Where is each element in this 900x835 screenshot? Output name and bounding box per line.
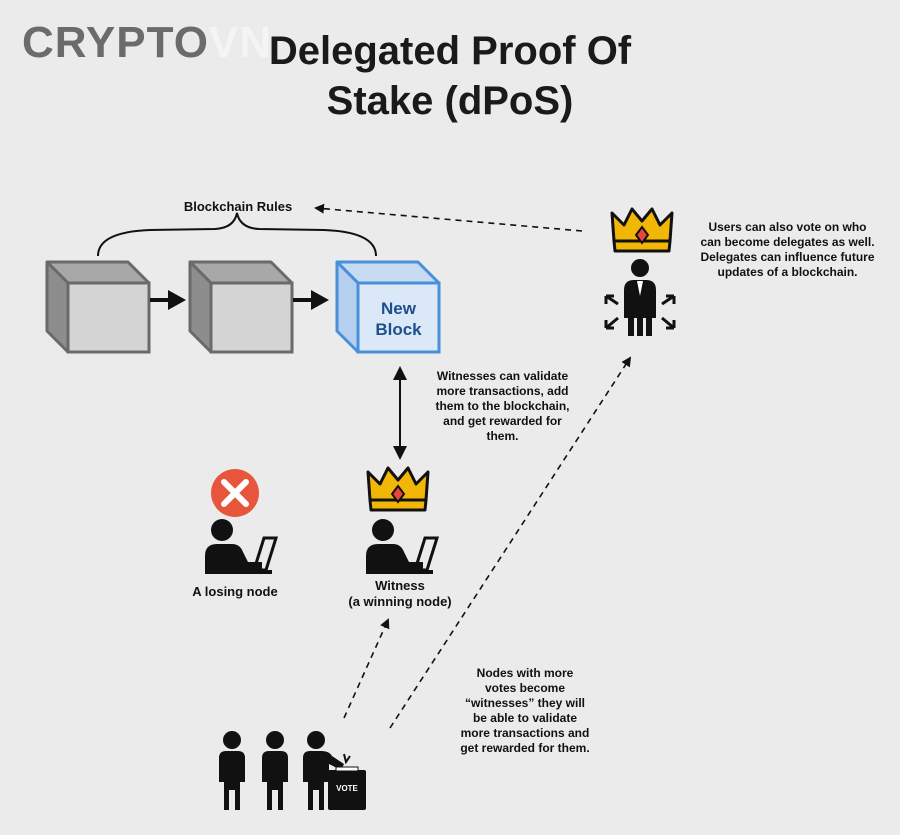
note-line: more transactions, add bbox=[436, 384, 569, 398]
witness-label-line-1: Witness bbox=[375, 578, 425, 593]
losing-node-label: A losing node bbox=[192, 584, 278, 599]
block-1 bbox=[45, 260, 151, 354]
witness-label: Witness (a winning node) bbox=[335, 578, 465, 610]
block-arrow-2 bbox=[293, 290, 329, 310]
new-block-label-line-2: Block bbox=[375, 320, 422, 339]
new-block bbox=[335, 260, 441, 354]
note-line: can become delegates as well. bbox=[700, 235, 875, 249]
new-block-label: New Block bbox=[358, 298, 439, 340]
note-line: votes become bbox=[484, 681, 566, 695]
brand-main: CRYPTO bbox=[22, 18, 209, 67]
brand-fade: VN bbox=[208, 18, 273, 67]
voter-person-icon-1 bbox=[219, 731, 245, 810]
delegate-person-icon bbox=[624, 259, 656, 336]
note-line: “witnesses” they will bbox=[464, 696, 586, 710]
delegate-to-rules-arrow bbox=[314, 203, 583, 232]
page-title: Delegated Proof Of Stake (dPoS) bbox=[200, 26, 700, 126]
block-2 bbox=[188, 260, 294, 354]
note-line: get rewarded for them. bbox=[460, 741, 590, 755]
witness-crown-icon bbox=[366, 466, 430, 512]
title-line-2: Stake (dPoS) bbox=[326, 79, 574, 123]
losing-node-x-icon bbox=[211, 469, 259, 517]
delegates-vote-note: Users can also vote on who can become de… bbox=[690, 220, 885, 280]
note-line: be able to validate bbox=[472, 711, 578, 725]
nodes-votes-note: Nodes with more votes become “witnesses”… bbox=[445, 666, 605, 756]
note-line: them to the blockchain, bbox=[435, 399, 570, 413]
voter-person-icon-2 bbox=[262, 731, 288, 810]
voters-to-witness-arrow bbox=[343, 618, 390, 719]
block-witness-double-arrow bbox=[393, 366, 407, 460]
rules-brace bbox=[97, 212, 377, 257]
note-line: updates of a blockchain. bbox=[717, 265, 858, 279]
voters-to-delegate-arrow bbox=[389, 356, 632, 729]
note-line: them. bbox=[486, 429, 519, 443]
ballot-box-icon bbox=[328, 766, 366, 810]
blockchain-rules-label: Blockchain Rules bbox=[183, 199, 293, 214]
witness-validate-note: Witnesses can validate more transactions… bbox=[420, 369, 585, 444]
voter-person-icon-3 bbox=[303, 731, 351, 810]
delegate-influence-arrows-icon bbox=[604, 294, 676, 330]
note-line: Delegates can influence future bbox=[700, 250, 875, 264]
note-line: Users can also vote on who bbox=[708, 220, 867, 234]
note-line: Nodes with more bbox=[476, 666, 574, 680]
losing-node-person-icon bbox=[205, 519, 279, 574]
witness-label-line-2: (a winning node) bbox=[348, 594, 452, 609]
new-block-label-line-1: New bbox=[381, 299, 416, 318]
note-line: more transactions and bbox=[460, 726, 590, 740]
title-line-1: Delegated Proof Of bbox=[268, 29, 632, 73]
note-line: and get rewarded for bbox=[443, 414, 562, 428]
delegate-crown-icon bbox=[610, 207, 674, 253]
ballot-label: VOTE bbox=[336, 784, 358, 793]
block-arrow-1 bbox=[150, 290, 186, 310]
witness-person-icon bbox=[366, 519, 440, 574]
note-line: Witnesses can validate bbox=[436, 369, 569, 383]
brand-watermark: CRYPTOVN bbox=[22, 18, 272, 68]
